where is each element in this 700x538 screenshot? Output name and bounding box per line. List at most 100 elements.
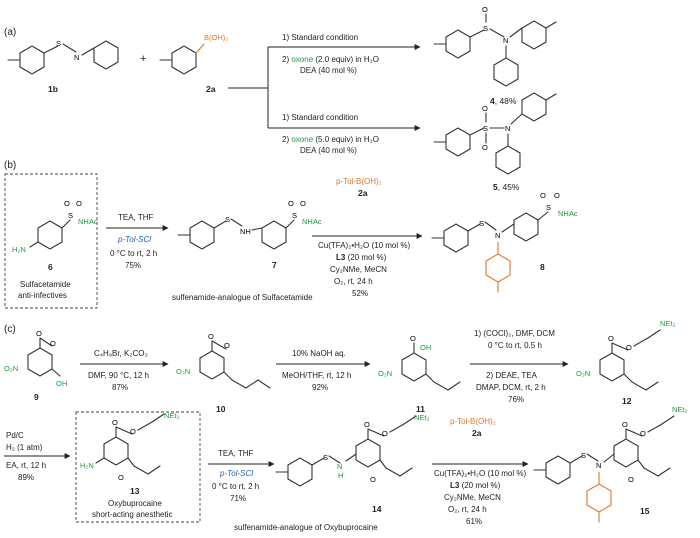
atom-o1-5: O [482,104,488,113]
atom-s-8: S [479,219,484,228]
plus-sign: + [140,53,146,65]
c-s1-l1: C₄H₉Br, K₂CO₃ [94,349,148,358]
compound-4: S O N [433,5,557,87]
compound-5: S O O N [433,92,557,175]
atom-s-14: S [323,453,328,462]
atom-n-8: N [495,231,500,240]
label-4: 4, 48% [490,96,517,106]
atom-o2-13: O [130,427,136,436]
compound-11: O [401,334,461,391]
net2-12: NEt₂ [660,319,676,328]
atom-s-4: S [483,24,488,33]
atom-s-15: S [581,451,586,460]
label-1b: 1b [48,84,58,94]
atom-o3-13: O [118,473,124,482]
c-s1-yield: 87% [112,383,128,392]
atom-nh-7: NH [240,227,251,236]
atom-o2-14: O [382,429,388,438]
atom-s-6: S [68,211,73,220]
atom-s-1b: S [56,39,61,48]
net2-14: NEt₂ [414,413,430,422]
b-r1-reagent: p-Tol-SCl [117,235,151,244]
compound-14: S O O [275,415,417,487]
b-r2-o2: O₂, rt, 24 h [334,277,373,286]
c-s3-l4: DMAP, DCM, rt, 2 h [476,383,546,392]
c-s2-l1: 10% NaOH aq. [292,349,346,358]
c-s3-yield: 76% [508,395,524,404]
c-s6-yield: 61% [466,517,482,526]
atom-o2-12: O [626,343,632,352]
bot-cond-2: 2) oxone (5.0 equiv) in H₂O [282,135,379,144]
oxybuprocaine-class: short-acting anesthetic [92,510,173,519]
oxybuprocaine-box [75,411,201,523]
atom-o2-7: O [300,199,306,208]
label-10: 10 [216,404,226,414]
section-label-a: (a) [4,27,16,38]
sulfacetamide-class: anti-infectives [18,291,67,300]
no2-10: O₂N [176,367,190,376]
boronic-acid-group: B(OH)₂ [204,33,228,42]
compound-9: O O [27,329,61,377]
atom-o-13: O [112,418,118,427]
c-s5-l1: TEA, THF [218,449,254,458]
atom-o-14: O [364,420,370,429]
section-label-b: (b) [4,160,16,171]
no2-12: O₂N [576,369,590,378]
c-s5-l3: 0 °C to rt, 2 h [212,482,259,491]
atom-n-4: N [503,36,508,45]
compound-13: O O [95,413,165,475]
b-r2-reagent: p-Tol-B(OH)₂ [336,177,382,186]
h2n-13: H₂N [80,461,94,470]
b-r1-line3: 0 °C to rt, 2 h [110,249,157,258]
b-r1-yield: 75% [125,261,141,270]
compound-7: S NH S O O [177,199,306,250]
atom-s2-8: S [546,203,551,212]
atom-o-12: O [608,334,614,343]
c-s5-reagent: p-Tol-SCl [219,469,253,478]
label-11: 11 [416,404,425,414]
nhac-7: NHAc [302,217,322,226]
atom-n-5: N [505,124,510,133]
sulfacetamide-box [4,173,98,309]
label-7: 7 [272,260,277,270]
atom-o2-10: O [224,341,230,350]
atom-o3-15: O [628,475,634,484]
b-r2-cu: Cu(TFA)₂•H₂O (10 mol %) [318,241,410,250]
top-cond-1: 1) Standard condition [282,33,358,42]
section-label-c: (c) [4,324,16,335]
oh-11: OH [420,343,431,352]
label-13: 13 [130,486,140,496]
atom-o-15: O [622,420,628,429]
label-12: 12 [622,396,632,406]
atom-o1-8: O [540,191,546,200]
label-6: 6 [48,262,53,272]
compound-1b: S N [7,39,119,75]
c-s6-2a: 2a [472,428,482,438]
c-s5-yield: 71% [230,494,246,503]
net2-13: NEt₂ [164,411,180,420]
bot-cond-1: 1) Standard condition [282,113,358,122]
atom-o2-8: O [554,191,560,200]
c-s6-base: Cy₂NMe, MeCN [444,493,501,502]
c-s4-l1: Pd/C [6,431,24,440]
b-r1-line1: TEA, THF [118,213,154,222]
top-cond-2: 2) oxone (2.0 equiv) in H₂O [282,55,379,64]
bot-cond-3: DEA (40 mol %) [300,146,357,155]
c-s6-o2: O₂, rt, 24 h [448,505,487,514]
c-s3-l2: 0 °C to rt, 0.5 h [488,341,542,350]
label-8: 8 [540,262,545,272]
atom-o-10: O [208,332,214,341]
nh-14-h: H [338,471,343,480]
compound-2a [159,43,205,75]
compound-6: S O O [29,199,82,250]
oh-9: OH [56,379,67,388]
c-s4-yield: 89% [18,473,34,482]
atom-o1-7: O [288,199,294,208]
c-s6-l3: L3 (20 mol %) [450,481,501,490]
label-9: 9 [34,392,39,402]
atom-o-11: O [410,334,416,343]
c-s6-reagent: p-Tol-B(OH)₂ [450,417,496,426]
b-r2-base: Cy₂NMe, MeCN [330,265,387,274]
atom-o-4: O [482,5,488,14]
no2-11: O₂N [378,369,392,378]
